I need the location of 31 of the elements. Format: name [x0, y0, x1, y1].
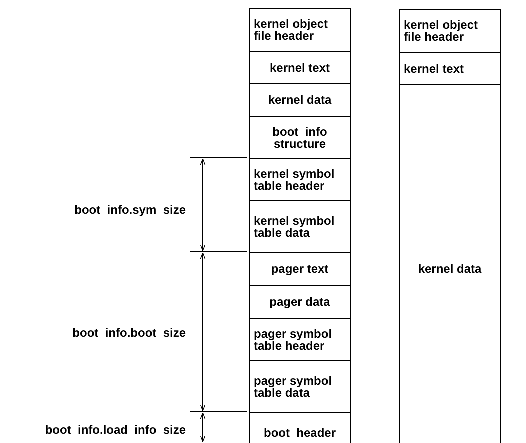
region-label: boot_header	[264, 426, 336, 438]
dimension-label: boot_info.boot_size	[72, 327, 186, 339]
memory-region-box	[249, 285, 351, 319]
region-label: kernel data	[418, 262, 482, 274]
memory-region-box	[399, 9, 501, 53]
memory-region-box	[399, 84, 501, 443]
memory-region-box	[399, 52, 501, 85]
region-label: kernel text	[404, 62, 464, 74]
memory-region-box	[249, 116, 351, 159]
region-label: pager text	[271, 263, 329, 275]
region-label: pager data	[270, 296, 330, 308]
dimension-label: boot_info.sym_size	[74, 204, 186, 216]
region-label: kernel data	[268, 94, 332, 106]
memory-region-box	[249, 252, 351, 286]
memory-region-box	[249, 83, 351, 117]
region-label: kernel symbol table data	[254, 214, 336, 238]
region-label: pager symbol table data	[254, 374, 334, 398]
memory-region-box	[249, 51, 351, 84]
region-label: pager symbol table header	[254, 328, 334, 352]
region-label: kernel text	[270, 62, 330, 74]
memory-region-box	[249, 8, 351, 52]
region-label: boot_info structure	[272, 126, 328, 150]
memory-region-box	[249, 360, 351, 413]
region-label: kernel object file header	[254, 18, 330, 42]
memory-region-box	[249, 412, 351, 443]
dimension-label: boot_info.load_info_size	[45, 424, 186, 436]
region-label: kernel object file header	[404, 19, 480, 43]
memory-region-box	[249, 158, 351, 201]
memory-region-box	[249, 200, 351, 253]
region-label: kernel symbol table header	[254, 168, 336, 192]
memory-region-box	[249, 318, 351, 361]
